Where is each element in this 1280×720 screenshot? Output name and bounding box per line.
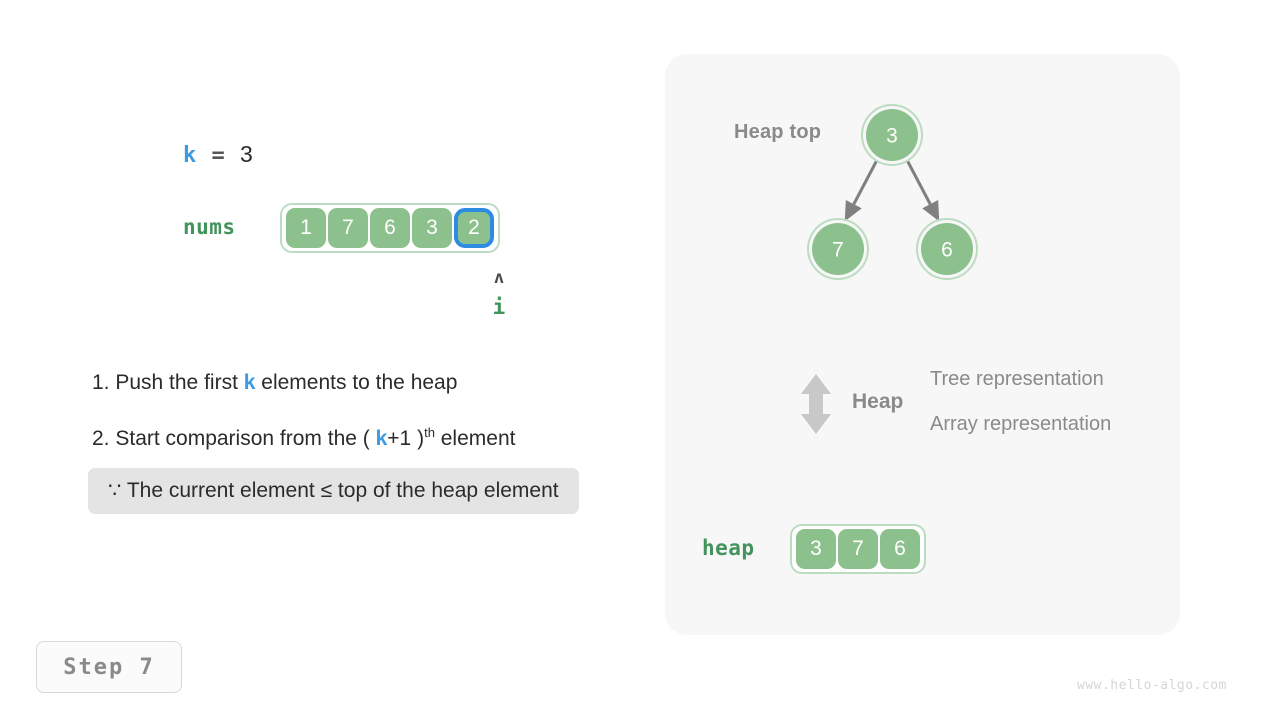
step-1-prefix: 1. Push the first bbox=[92, 371, 244, 394]
k-assignment: k = 3 bbox=[183, 141, 254, 168]
pointer-label-i: i bbox=[492, 295, 506, 319]
tree-node-left-value: 7 bbox=[832, 239, 844, 262]
double-vertical-arrow-icon bbox=[801, 374, 831, 434]
equals-sign: = bbox=[211, 143, 226, 168]
reason-callout: ∵ The current element ≤ top of the heap … bbox=[88, 468, 579, 514]
tree-edge-root-left bbox=[844, 159, 879, 222]
heap-array-label: heap bbox=[702, 536, 755, 560]
watermark: www.hello-algo.com bbox=[1077, 678, 1227, 693]
nums-array-label: nums bbox=[183, 215, 236, 239]
instruction-step-1: 1. Push the first k elements to the heap bbox=[92, 371, 457, 395]
step-2-mid: +1 ) bbox=[387, 427, 425, 450]
step-2-variable: k bbox=[375, 427, 388, 450]
nums-cell[interactable]: 6 bbox=[370, 208, 410, 248]
tree-node-left[interactable]: 7 bbox=[807, 218, 869, 280]
step-1-suffix: elements to the heap bbox=[255, 371, 458, 394]
nums-array: 1 7 6 3 2 bbox=[280, 203, 500, 253]
step-1-variable: k bbox=[243, 371, 256, 394]
heap-cell[interactable]: 7 bbox=[838, 529, 878, 569]
heap-array: 3 7 6 bbox=[790, 524, 926, 574]
heap-cell[interactable]: 3 bbox=[796, 529, 836, 569]
pointer-caret-icon: ʌ bbox=[493, 268, 505, 288]
step-badge[interactable]: Step 7 bbox=[36, 641, 182, 693]
k-value: 3 bbox=[240, 141, 254, 167]
heap-tree-diagram: 3 7 6 bbox=[807, 104, 978, 280]
k-variable: k bbox=[183, 143, 198, 168]
step-2-prefix: 2. Start comparison from the ( bbox=[92, 427, 376, 450]
heap-cell[interactable]: 6 bbox=[880, 529, 920, 569]
legend-tree-representation: Tree representation bbox=[930, 368, 1104, 390]
step-2-suffix: element bbox=[434, 427, 516, 450]
nums-cell[interactable]: 7 bbox=[328, 208, 368, 248]
tree-node-right[interactable]: 6 bbox=[916, 218, 978, 280]
tree-node-root[interactable]: 3 bbox=[861, 104, 923, 166]
tree-edge-root-right bbox=[905, 159, 940, 222]
nums-cell[interactable]: 3 bbox=[412, 208, 452, 248]
tree-node-right-value: 6 bbox=[941, 239, 953, 262]
nums-cell[interactable]: 1 bbox=[286, 208, 326, 248]
instruction-step-2: 2. Start comparison from the ( k+1 )th e… bbox=[92, 425, 515, 451]
tree-node-root-value: 3 bbox=[886, 125, 898, 148]
heap-top-label: Heap top bbox=[734, 121, 822, 143]
legend-heap-label: Heap bbox=[852, 390, 904, 413]
legend-array-representation: Array representation bbox=[930, 413, 1112, 435]
step-2-superscript: th bbox=[424, 425, 435, 440]
nums-cell-selected[interactable]: 2 bbox=[454, 208, 494, 248]
